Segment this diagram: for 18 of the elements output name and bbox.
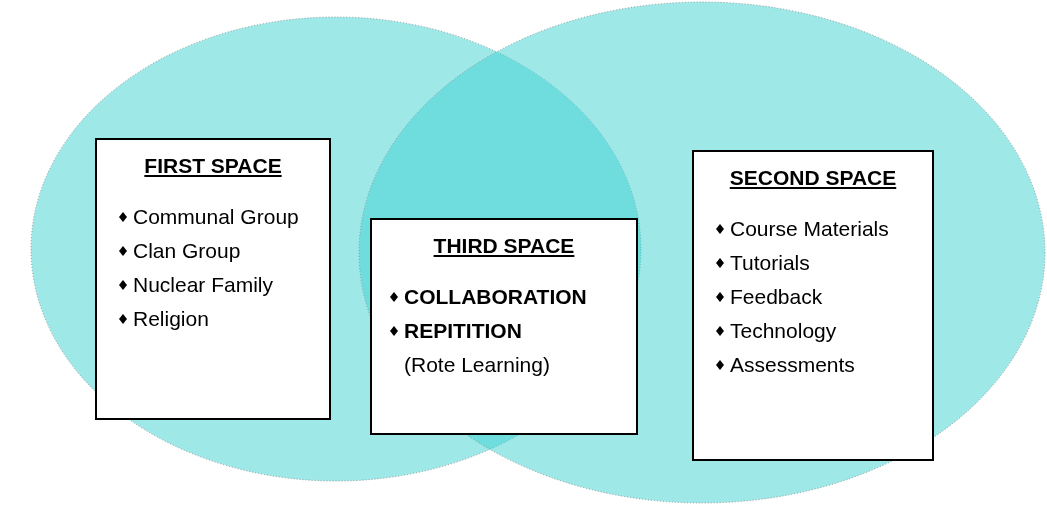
list-item: Nuclear Family xyxy=(133,272,274,298)
list-item: Assessments xyxy=(730,352,855,378)
item-note: (Rote Learning) xyxy=(404,352,550,378)
list-item: Religion xyxy=(133,306,209,332)
text-box xyxy=(692,150,934,461)
list-item: Tutorials xyxy=(730,250,810,276)
list-item: Clan Group xyxy=(133,238,241,264)
box-heading: SECOND SPACE xyxy=(729,166,897,190)
list-item: REPITITION xyxy=(404,318,522,344)
box-heading: THIRD SPACE xyxy=(433,234,575,258)
list-item: Feedback xyxy=(730,284,823,310)
list-item: Course Materials xyxy=(730,216,889,242)
list-item: COLLABORATION xyxy=(404,284,587,310)
text-box xyxy=(95,138,331,420)
box-heading: FIRST SPACE xyxy=(144,154,282,178)
list-item: Technology xyxy=(730,318,837,344)
list-item: Communal Group xyxy=(133,204,299,230)
text-box xyxy=(370,218,638,435)
